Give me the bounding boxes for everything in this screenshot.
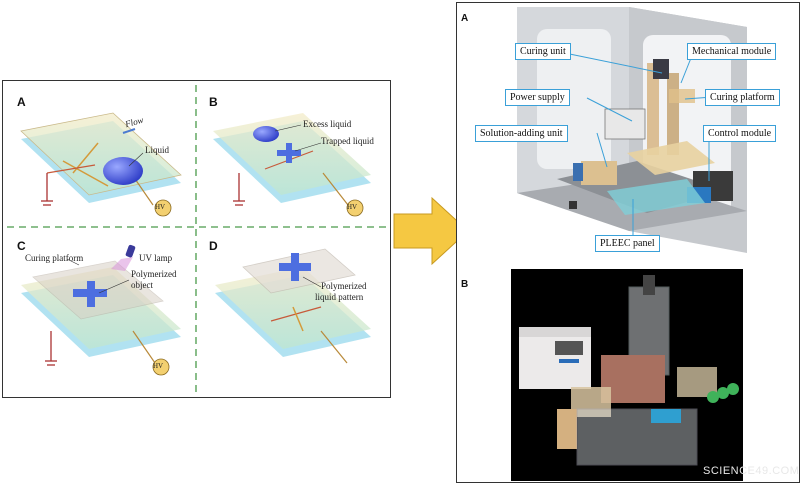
label-trapped-liquid: Trapped liquid bbox=[321, 136, 374, 146]
label-polymerized-pattern-1: Polymerized bbox=[321, 281, 367, 291]
label-polymerized-object-1: Polymerized bbox=[131, 269, 177, 279]
device-render bbox=[517, 7, 747, 253]
right-figure: A B Curing unit Mechanical module bbox=[456, 2, 800, 483]
tray-a bbox=[20, 112, 182, 206]
callout-curing-unit: Curing unit bbox=[515, 43, 571, 60]
tray-b bbox=[213, 113, 371, 206]
callout-solution-adding-unit: Solution-adding unit bbox=[475, 125, 568, 142]
left-figure-drawing bbox=[7, 85, 386, 393]
panel-letter-c: C bbox=[17, 239, 26, 253]
device-photo-drawing bbox=[519, 275, 739, 466]
tray-d bbox=[215, 248, 371, 364]
callout-pleec-panel: PLEEC panel bbox=[595, 235, 660, 252]
label-curing-platform: Curing platform bbox=[25, 253, 84, 263]
label-polymerized-object-2: object bbox=[131, 280, 153, 290]
panel-letter-right-a: A bbox=[461, 13, 469, 24]
label-liquid: Liquid bbox=[145, 145, 169, 155]
watermark: SCIENCE49.COM bbox=[703, 465, 800, 477]
hv-badge-c bbox=[152, 358, 170, 376]
tray-c bbox=[21, 244, 181, 366]
label-polymerized-pattern-2: liquid pattern bbox=[315, 292, 364, 302]
callout-curing-platform: Curing platform bbox=[705, 89, 780, 106]
device-photo bbox=[511, 269, 743, 481]
transition-arrow bbox=[393, 196, 469, 266]
label-excess-liquid: Excess liquid bbox=[303, 119, 352, 129]
label-hv-a: HV bbox=[155, 203, 166, 211]
callout-power-supply: Power supply bbox=[505, 89, 570, 106]
label-hv-b: HV bbox=[347, 203, 358, 211]
hv-badge-b bbox=[346, 199, 364, 217]
panel-letter-a: A bbox=[17, 95, 26, 109]
left-figure: A B C D Flow Liquid HV Excess liquid Tra… bbox=[2, 80, 391, 398]
panel-letter-right-b: B bbox=[461, 279, 469, 290]
panel-letter-d: D bbox=[209, 239, 218, 253]
callout-mechanical-module: Mechanical module bbox=[687, 43, 777, 60]
panel-letter-b: B bbox=[209, 95, 218, 109]
label-hv-c: HV bbox=[153, 362, 164, 370]
hv-badge-a bbox=[154, 199, 172, 217]
label-uv-lamp: UV lamp bbox=[139, 253, 173, 263]
callout-control-module: Control module bbox=[703, 125, 777, 142]
